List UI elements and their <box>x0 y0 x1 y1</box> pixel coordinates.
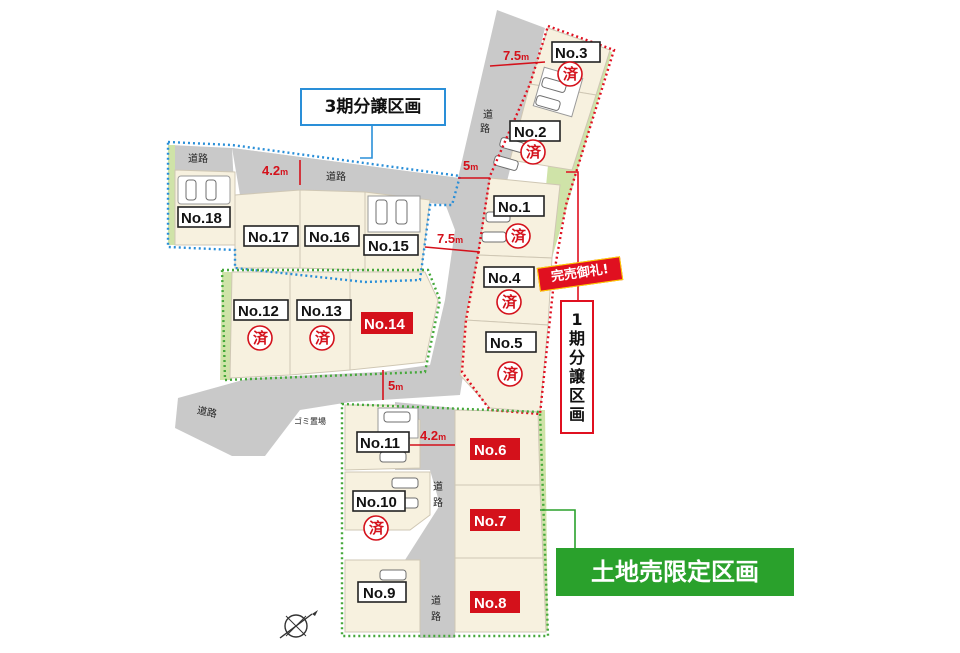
lot-no7-label: No.7 <box>474 513 507 530</box>
parking-areas <box>177 66 584 599</box>
sold-stamp-no13 <box>309 325 335 351</box>
lot-no10-label: No.10 <box>356 494 397 511</box>
main-road <box>175 10 545 456</box>
sold-stamp-no2 <box>520 139 546 165</box>
svg-text:済: 済 <box>526 143 542 161</box>
lot-no3-label: No.3 <box>555 45 588 62</box>
lot-no15-label: No.15 <box>368 238 409 255</box>
svg-text:済: 済 <box>315 329 331 347</box>
road-label-upper: 道路 <box>326 170 346 183</box>
svg-text:済: 済 <box>253 329 269 347</box>
sold-stamp-no1 <box>505 223 531 249</box>
phase3-callout: 3期分譲区画 <box>300 88 446 126</box>
lot-no4-label: No.4 <box>488 270 521 287</box>
svg-text:済: 済 <box>502 293 518 311</box>
sold-stamp-no5 <box>497 361 523 387</box>
phase2-border <box>220 268 442 382</box>
phase1-char: 画 <box>568 405 585 424</box>
lot-no12-label: No.12 <box>238 303 279 320</box>
phase1-char: 区 <box>568 386 585 405</box>
road-label-south-2: 路 <box>433 496 443 509</box>
sold-stamp-no4 <box>496 289 522 315</box>
phase1-char: 期 <box>568 329 585 348</box>
road-label-north-1: 道 <box>483 108 493 121</box>
lot-no18-label: No.18 <box>181 210 222 227</box>
road-label-west: 道路 <box>196 403 218 420</box>
lot-no2-label: No.2 <box>514 124 547 141</box>
phase3-border <box>166 140 462 284</box>
svg-text:済: 済 <box>369 519 385 537</box>
svg-text:4.2m: 4.2m <box>262 163 288 178</box>
callout-leaders <box>360 124 579 548</box>
lot-no8-label: No.8 <box>474 595 507 612</box>
road-label-se-2: 路 <box>431 610 441 623</box>
phase1-char: 譲 <box>568 367 585 386</box>
phase1-char: 分 <box>568 348 585 367</box>
compass-icon <box>279 610 318 639</box>
svg-text:済: 済 <box>563 65 579 83</box>
sold-stamp-no12 <box>247 325 273 351</box>
road-label-se-1: 道 <box>431 594 441 607</box>
land-only-border <box>340 402 550 638</box>
svg-text:5m: 5m <box>388 378 403 393</box>
svg-text:5m: 5m <box>463 158 478 173</box>
phase1-char: 1 <box>571 310 583 329</box>
lot-labels: No.3 済 No.2 済 No.1 済 No.4 済 No.5 済 No.18… <box>177 41 601 613</box>
lot-no1-label: No.1 <box>498 199 531 216</box>
phase1-border <box>460 24 616 416</box>
dimension-markers: 7.5m 4.2m 5m 7.5m 5m 4.2m <box>262 48 546 446</box>
road-label-north-2: 路 <box>480 122 490 135</box>
lot-no17-label: No.17 <box>248 229 289 246</box>
garbage-label: ゴミ置場 <box>294 416 326 426</box>
svg-text:4.2m: 4.2m <box>420 428 446 443</box>
lot-no13-label: No.13 <box>301 303 342 320</box>
lot-no14-label: No.14 <box>364 316 406 333</box>
road-label-nw: 道路 <box>188 152 208 165</box>
svg-text:7.5m: 7.5m <box>437 231 463 246</box>
sold-stamp-no10 <box>363 515 389 541</box>
road-label-south-1: 道 <box>433 480 443 493</box>
lot-no16-label: No.16 <box>309 229 350 246</box>
parcel-no13 <box>289 271 351 376</box>
svg-text:7.5m: 7.5m <box>503 48 529 63</box>
lot-no11-label: No.11 <box>360 435 400 452</box>
lot-no5-label: No.5 <box>490 335 523 352</box>
svg-text:済: 済 <box>503 365 519 383</box>
phase1-callout: 1 期 分 譲 区 画 <box>560 300 594 434</box>
land-only-callout: 土地売限定区画 <box>556 548 794 596</box>
svg-text:済: 済 <box>511 227 527 245</box>
sold-stamp-no3 <box>557 61 583 87</box>
lot-no6-label: No.6 <box>474 442 507 459</box>
lot-no3-box <box>551 41 601 63</box>
lot-no9-label: No.9 <box>363 585 396 602</box>
parcel-no12 <box>229 271 291 379</box>
road-labels: 道路 道路 道路 道 路 道 路 道 路 ゴミ置場 <box>188 108 493 623</box>
